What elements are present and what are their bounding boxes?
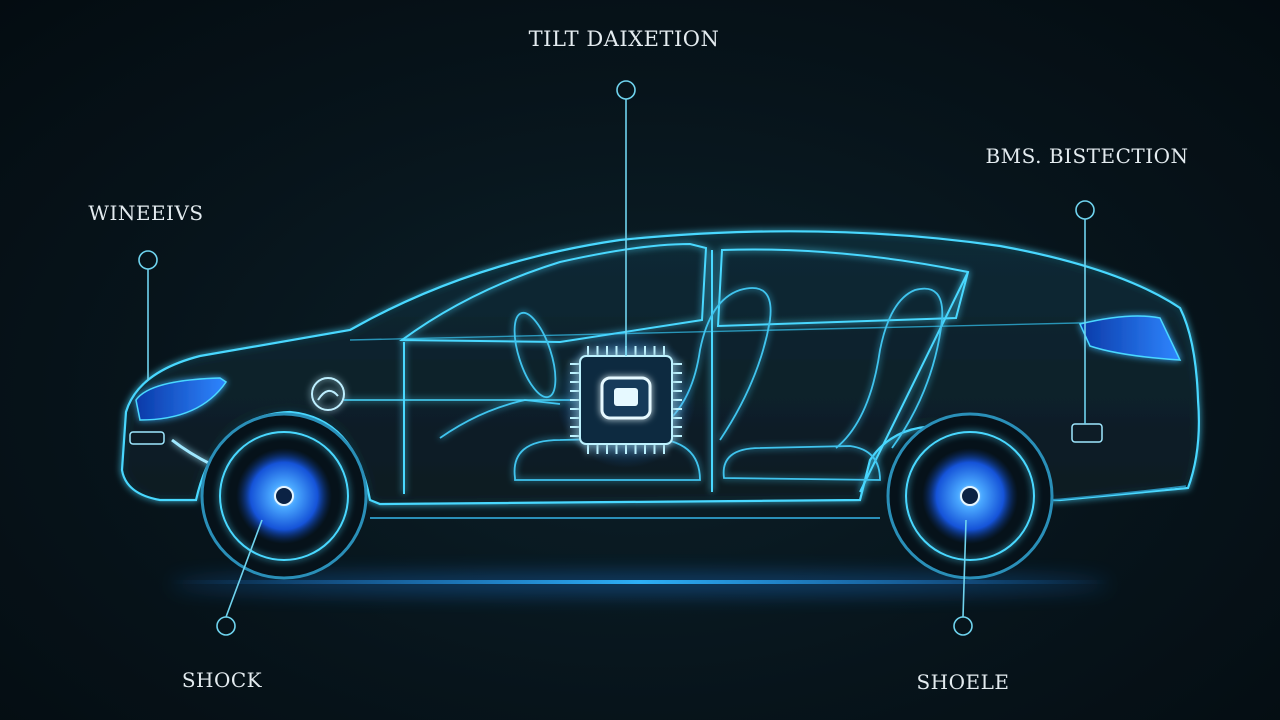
callout-top: [616, 80, 636, 356]
rear-wheel: [886, 412, 1054, 580]
label-bottom-left: SHOCK: [182, 668, 263, 692]
windows: [399, 242, 970, 494]
headlight: [135, 377, 228, 421]
label-top-right: BMS. BISTECTION: [985, 144, 1188, 168]
callout-bottom-right: [953, 519, 973, 636]
wheel-hub-icon: [274, 486, 294, 506]
ground-glow: [170, 574, 1110, 594]
wheel-hub-icon: [960, 486, 980, 506]
callout-lines: [138, 80, 1095, 636]
label-left: WINEEIVS: [88, 201, 203, 225]
label-bottom-right: SHOELE: [916, 670, 1009, 694]
callout-bottom-left: [216, 519, 263, 636]
gauge-icon: [311, 377, 575, 411]
taillight: [1078, 315, 1182, 361]
front-wheel: [200, 412, 368, 580]
chip-icon: [556, 328, 696, 468]
label-top: TILT DAIXETION: [529, 27, 720, 51]
rear-sensor: [1071, 423, 1103, 443]
callout-top-right: [1075, 200, 1095, 424]
callout-left: [138, 250, 158, 380]
